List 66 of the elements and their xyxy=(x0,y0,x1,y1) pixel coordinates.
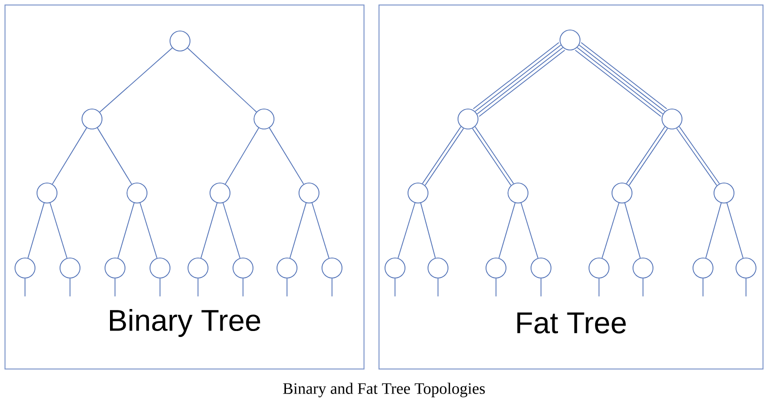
tree-node-circle xyxy=(126,182,148,204)
tree-link xyxy=(140,202,158,258)
panel-title: Fat Tree xyxy=(517,312,626,334)
tree-link xyxy=(52,127,87,184)
tree-link xyxy=(269,127,304,184)
tree-node-circle xyxy=(104,258,126,278)
tree-link xyxy=(24,278,26,297)
tree-link xyxy=(286,278,288,297)
tree-node-circle xyxy=(736,258,756,278)
tree-link xyxy=(394,278,396,297)
panel-title: Binary Tree xyxy=(110,309,260,337)
panel xyxy=(4,4,364,370)
tree-node-circle xyxy=(714,182,734,204)
tree-node-circle xyxy=(530,258,552,278)
tree-link xyxy=(520,202,538,258)
tree-link xyxy=(97,127,132,184)
panel xyxy=(378,4,764,370)
tree-link xyxy=(50,202,68,258)
tree-link xyxy=(702,278,704,297)
tree-node-circle xyxy=(612,182,632,204)
tree-link xyxy=(187,48,257,112)
tree-node-circle xyxy=(232,258,254,278)
tree-link xyxy=(726,202,744,258)
tree-node-circle xyxy=(384,258,406,278)
tree-node-circle xyxy=(254,108,274,130)
tree-link xyxy=(398,202,416,258)
tree-link xyxy=(498,202,516,258)
tree-node-circle xyxy=(276,258,298,278)
tree-link xyxy=(290,202,306,258)
tree-link xyxy=(224,128,260,184)
tree-link xyxy=(705,202,722,258)
tree-link xyxy=(602,202,620,258)
tree-node-circle xyxy=(632,258,654,278)
tree-link xyxy=(118,202,134,258)
tree-node-circle xyxy=(486,258,506,278)
tree-node-circle xyxy=(150,258,170,278)
tree-node-circle xyxy=(508,182,528,204)
tree-node-circle xyxy=(36,182,58,204)
tree-node-circle xyxy=(82,108,102,130)
tree-node-circle xyxy=(188,258,208,278)
tree-node-circle xyxy=(458,108,478,130)
tree-node-circle xyxy=(588,258,610,278)
tree-link xyxy=(642,278,644,297)
tree-link xyxy=(200,202,218,258)
tree-node-circle xyxy=(692,258,714,278)
tree-node-circle xyxy=(60,258,80,278)
tree-link xyxy=(624,202,641,258)
tree-link xyxy=(242,278,244,297)
tree-node-circle xyxy=(170,30,190,52)
tree-link xyxy=(222,202,240,258)
tree-link xyxy=(28,202,44,258)
tree-link xyxy=(540,278,542,297)
tree-node-circle xyxy=(662,108,682,130)
tree-link xyxy=(312,202,330,258)
tree-node-circle xyxy=(210,182,230,204)
tree-link xyxy=(99,48,173,112)
tree-node-circle xyxy=(428,258,448,278)
tree-node-circle xyxy=(560,30,580,50)
caption: Binary and Fat Tree Topologies xyxy=(283,382,485,398)
tree-node-circle xyxy=(322,258,342,278)
tree-node-circle xyxy=(14,258,36,278)
tree-node-circle xyxy=(298,182,320,204)
tree-node-circle xyxy=(408,182,428,204)
tree-link xyxy=(598,278,600,297)
tree-link xyxy=(114,278,116,297)
tree-link xyxy=(420,202,436,258)
